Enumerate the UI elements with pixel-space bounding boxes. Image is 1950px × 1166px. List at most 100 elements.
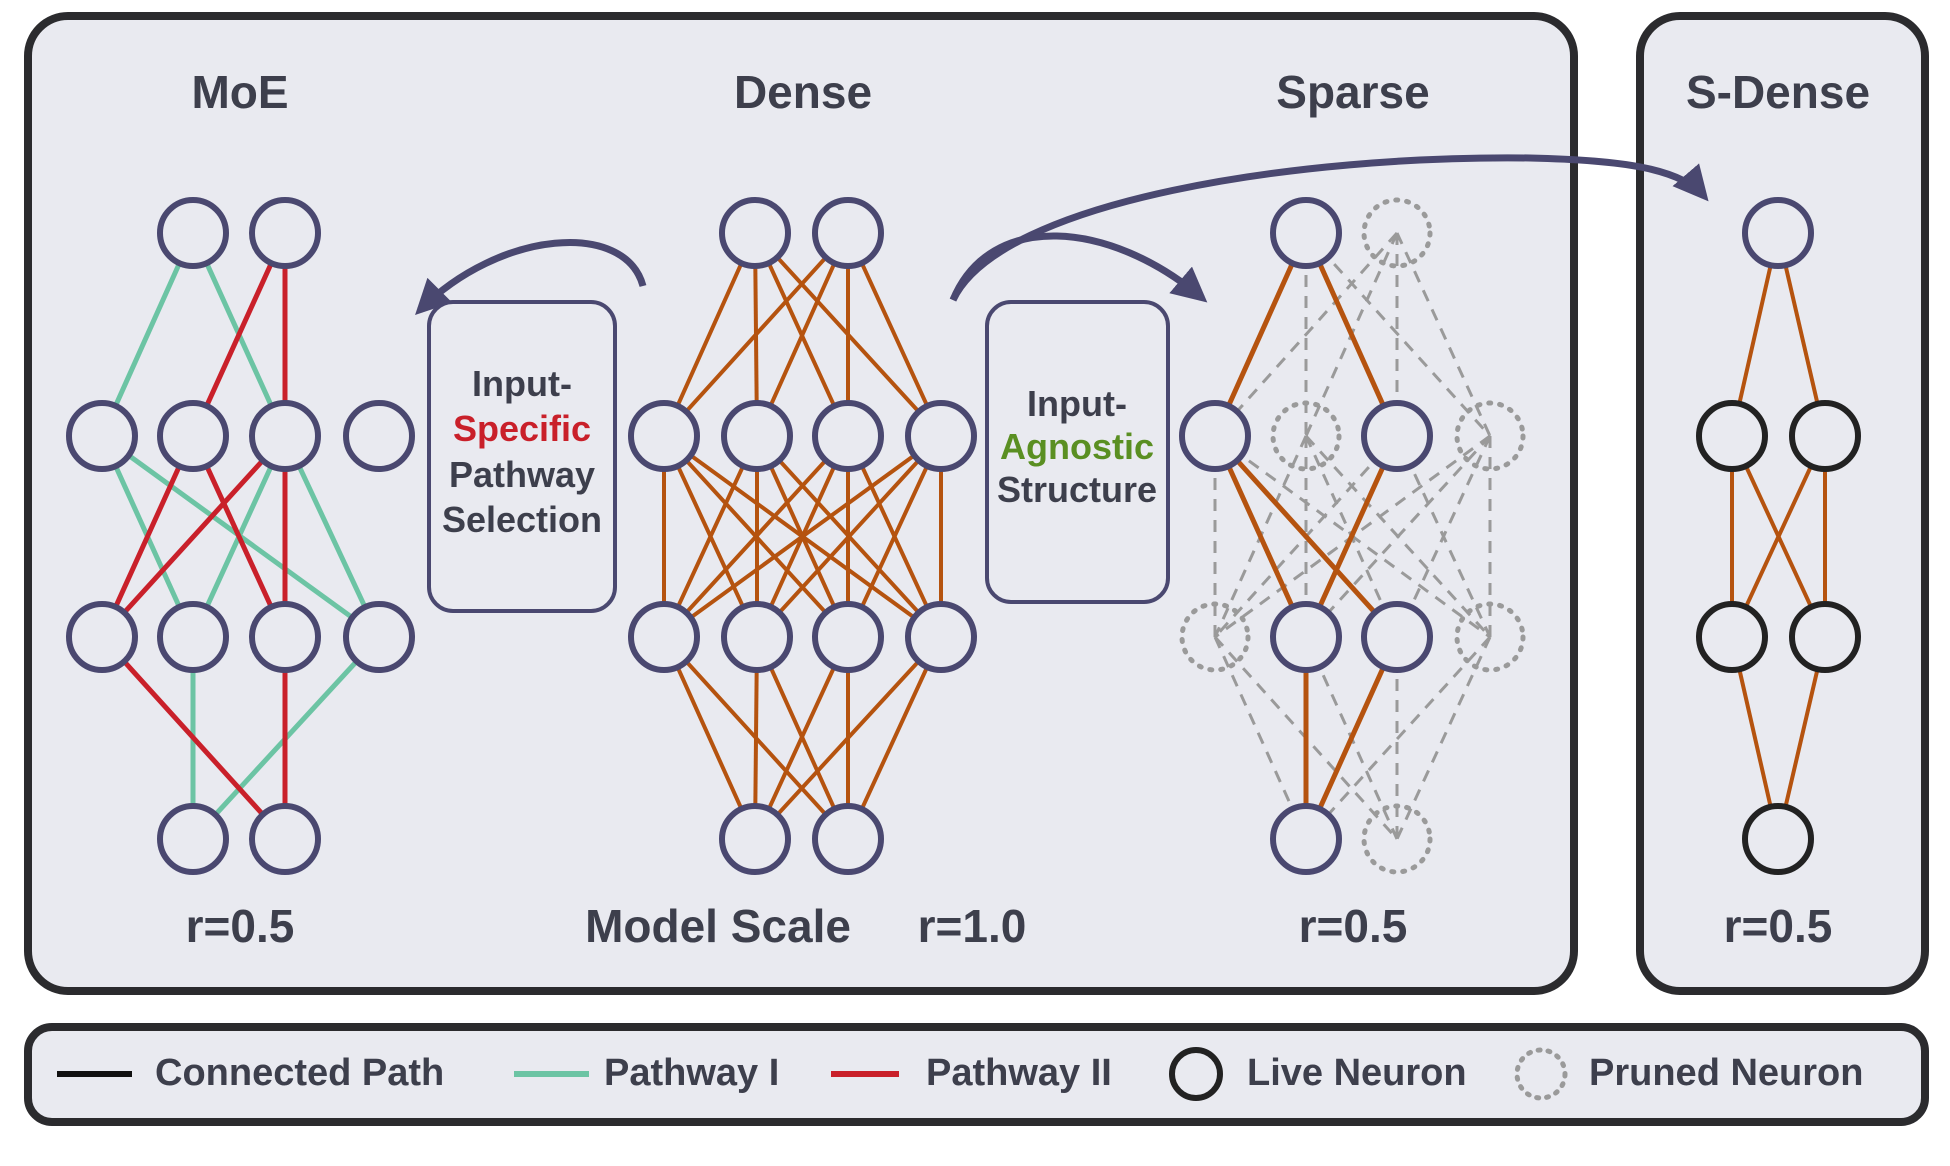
sparse-pruned-neuron [1179,601,1251,673]
legend-live-neuron-icon [1169,1047,1223,1101]
sdense-dark-neuron [1696,601,1768,673]
legend-pathway2-label: Pathway II [926,1052,1112,1094]
arrow-dense-to-moe [415,239,647,315]
sparse-live-edge [1212,231,1309,438]
sdense-ratio: r=0.5 [1724,900,1833,952]
sparse-pruned-edge [1213,231,1399,438]
legend-pruned-label: Pruned Neuron [1589,1052,1863,1094]
dense-edge [755,434,943,639]
dense-neuron [905,400,977,472]
sparse-pruned-neuron [1454,400,1526,472]
sdense-dark-neuron [1789,400,1861,472]
sparse-pruned-edge [1395,435,1492,638]
sparse-live-neuron [1270,803,1342,875]
moe-neuron [249,601,321,673]
legend-panel [24,1023,1929,1126]
dense-neuron [812,803,884,875]
sparse-title: Sparse [1276,66,1429,118]
moe-neuron [157,601,229,673]
sparse-pruned-edge [1304,635,1492,841]
sdense-title: S-Dense [1686,66,1870,118]
dense-edge [846,232,943,437]
agnostic-structure-box [985,300,1170,604]
dense-title: Dense [734,66,872,118]
dense-neuron [719,803,791,875]
legend-connected-label: Connected Path [155,1052,444,1094]
moe-neuron [249,803,321,875]
specific-selection-box [427,300,617,613]
dense-neuron [628,400,700,472]
moe-neuron [157,400,229,472]
main-panel [24,12,1578,995]
sparse-live-edge [1212,434,1309,639]
sdense-panel [1636,12,1929,995]
moe-ratio: r=0.5 [186,900,295,952]
dense-edge [662,232,757,437]
dense-edge [662,434,850,639]
agnostic-box-line1: Input- [1027,383,1127,424]
dense-edge [753,635,943,841]
sparse-pruned-neuron [1361,197,1433,269]
moe-neuron [66,601,138,673]
dense-neuron [719,197,791,269]
specific-box-line1: Input- [472,363,572,404]
sparse-live-neuron [1179,400,1251,472]
legend-pruned-neuron-icon [1514,1047,1568,1101]
sparse-pruned-neuron [1454,601,1526,673]
moe-pathway1-edge [282,434,382,639]
legend-pathway1-label: Pathway I [604,1052,779,1094]
sparse-live-edge [1213,434,1399,639]
model-scale-label: Model Scale [585,900,851,952]
dense-neuron [628,601,700,673]
specific-box-line4: Selection [442,499,602,540]
moe-neuron [343,400,415,472]
sparse-pruned-edge [1395,232,1492,437]
legend-live-label: Live Neuron [1247,1052,1467,1094]
sparse-live-neuron [1361,601,1433,673]
moe-neuron [343,601,415,673]
sparse-pruned-neuron [1361,803,1433,875]
dense-neuron [812,400,884,472]
sparse-ratio: r=0.5 [1299,900,1408,952]
sparse-pruned-edge [1395,636,1492,840]
sparse-pruned-edge [1213,636,1308,840]
sdense-dark-neuron [1789,601,1861,673]
moe-neuron [249,197,321,269]
dense-edge [846,636,943,840]
dense-neuron [905,601,977,673]
agnostic-box-line2: Agnostic [1000,426,1154,467]
moe-pathway2-edge [190,231,288,438]
dense-edge [662,434,943,639]
moe-title: MoE [191,66,288,118]
sparse-live-edge [1303,635,1400,841]
dense-edge [662,636,757,840]
dense-edge [662,231,850,438]
arrow-dense-to-sdense [949,154,1709,302]
moe-neuron [249,400,321,472]
dense-neuron [721,601,793,673]
sdense-dark-neuron [1742,803,1814,875]
moe-neuron [66,400,138,472]
moe-neuron [157,803,229,875]
specific-box-line3: Pathway [449,454,595,495]
moe-pathway2-edge [100,635,287,841]
sparse-live-neuron [1270,601,1342,673]
moe-pathway2-edge [190,434,288,639]
sparse-live-neuron [1270,197,1342,269]
specific-box-line2: Specific [453,408,591,449]
dense-edge [662,435,759,638]
sparse-live-neuron [1361,400,1433,472]
dense-edge [846,435,943,638]
sparse-live-edge [1303,231,1400,438]
moe-pathway1-edge [99,231,196,438]
agnostic-box-line3: Structure [997,469,1157,510]
moe-neuron [157,197,229,269]
sdense-dark-neuron [1696,400,1768,472]
dense-edge [755,232,850,437]
dense-neuron [812,601,884,673]
dense-ratio: r=1.0 [918,900,1027,952]
sparse-pruned-edge [1304,231,1492,438]
moe-pathway2-edge [99,434,196,639]
sparse-live-edge [1303,434,1400,639]
